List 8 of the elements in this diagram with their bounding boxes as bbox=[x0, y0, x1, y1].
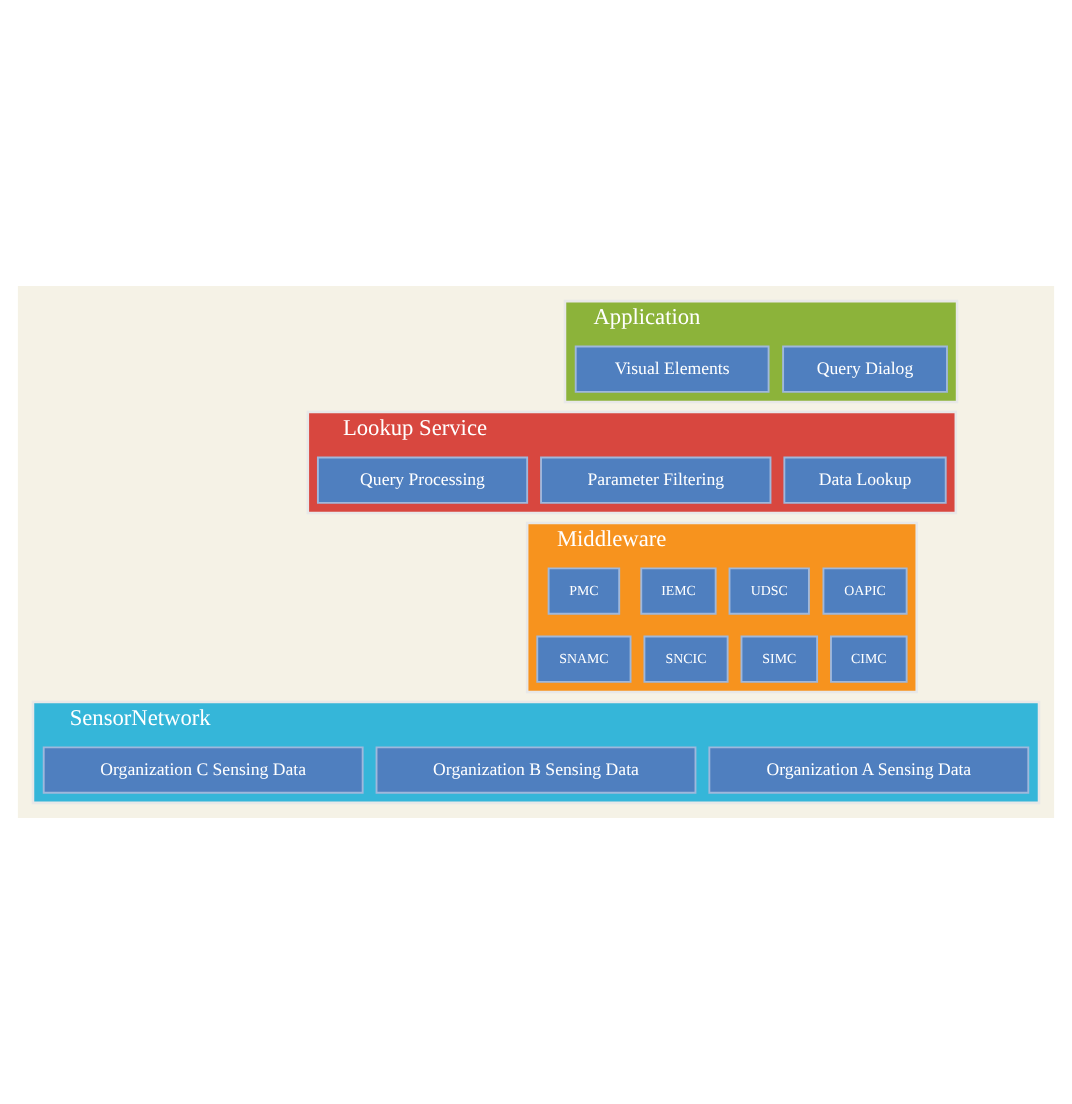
node-box: Parameter Filtering bbox=[540, 456, 772, 504]
node-box: Query Dialog bbox=[782, 345, 948, 393]
node-box: Organization B Sensing Data bbox=[375, 746, 697, 794]
node-box: Organization A Sensing Data bbox=[708, 746, 1030, 794]
node-box: Data Lookup bbox=[783, 456, 947, 504]
node-box: Query Processing bbox=[316, 456, 529, 504]
node-box: Visual Elements bbox=[574, 345, 770, 393]
node-box: Organization C Sensing Data bbox=[42, 746, 364, 794]
